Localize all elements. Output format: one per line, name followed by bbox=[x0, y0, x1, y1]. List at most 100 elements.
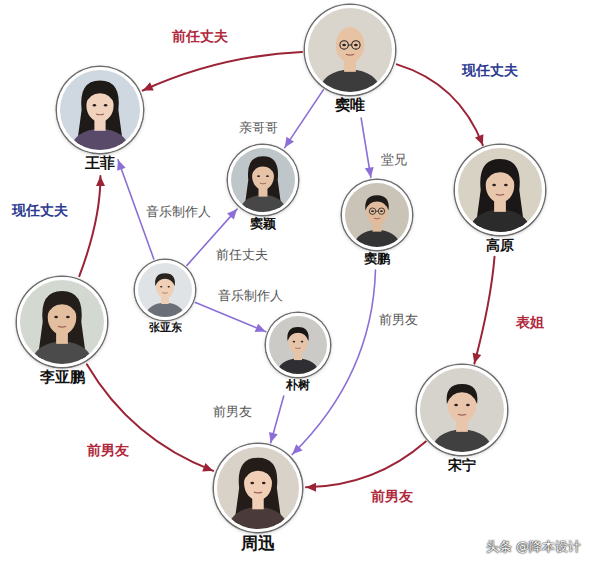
person-node: 王菲 bbox=[57, 67, 143, 153]
eye-shape bbox=[492, 184, 496, 187]
arrow-head bbox=[285, 137, 294, 148]
glasses-shape bbox=[376, 211, 379, 212]
arrow-head bbox=[269, 432, 278, 443]
relation-label: 前男友 bbox=[211, 405, 254, 420]
portrait-photo bbox=[269, 316, 327, 374]
glasses-shape bbox=[340, 41, 348, 49]
eye-shape bbox=[266, 175, 269, 177]
mouth-shape bbox=[58, 326, 66, 328]
arrow-head bbox=[227, 209, 237, 219]
relation-arrow bbox=[285, 90, 324, 148]
person-name: 高原 bbox=[486, 237, 514, 253]
relation-label: 前任丈夫 bbox=[214, 248, 270, 263]
eye-shape bbox=[66, 316, 70, 319]
mouth-shape bbox=[458, 414, 466, 416]
hair-shape bbox=[243, 463, 273, 483]
portrait-circle bbox=[266, 313, 330, 377]
eye-shape bbox=[93, 104, 97, 106]
eye-shape bbox=[371, 210, 374, 212]
person-node: 李亚鹏 bbox=[17, 277, 107, 367]
glasses-shape bbox=[352, 41, 360, 49]
person-node: 窦鹏 bbox=[342, 180, 412, 250]
relation-arrow bbox=[79, 176, 100, 276]
mouth-shape bbox=[162, 292, 167, 294]
shoulder-shape bbox=[227, 507, 289, 529]
hair-shape bbox=[287, 327, 308, 341]
eye-shape bbox=[168, 286, 170, 288]
eye-shape bbox=[257, 175, 260, 177]
portrait-photo bbox=[308, 8, 392, 92]
glasses-shape bbox=[348, 44, 351, 45]
person-node: 张亚东 bbox=[135, 260, 195, 320]
hair-shape bbox=[251, 160, 275, 175]
hair-shape bbox=[155, 273, 175, 286]
portrait-circle bbox=[342, 180, 412, 250]
portrait-photo bbox=[231, 148, 295, 212]
mouth-shape bbox=[260, 183, 266, 185]
eye-shape bbox=[504, 184, 508, 187]
shoulder-shape bbox=[70, 128, 131, 150]
portrait-photo bbox=[217, 447, 299, 529]
person-name: 窦唯 bbox=[335, 97, 365, 114]
hair-shape bbox=[365, 195, 389, 210]
mouth-shape bbox=[374, 218, 380, 220]
eye-shape bbox=[54, 316, 58, 319]
portrait-photo bbox=[20, 280, 104, 364]
person-name: 周迅 bbox=[241, 534, 275, 554]
relation-label: 前男友 bbox=[85, 442, 131, 458]
arrow-head bbox=[117, 160, 125, 171]
arrow-head bbox=[202, 463, 213, 471]
eye-shape bbox=[354, 44, 358, 47]
shoulder-shape bbox=[30, 341, 94, 364]
hair-shape bbox=[85, 85, 114, 104]
portrait-photo bbox=[420, 368, 504, 452]
eye-shape bbox=[250, 482, 254, 484]
relation-label: 前男友 bbox=[377, 313, 420, 328]
relation-label: 表姐 bbox=[514, 314, 546, 330]
person-name: 张亚东 bbox=[149, 322, 182, 335]
eye-shape bbox=[466, 404, 470, 407]
arrow-head bbox=[365, 167, 374, 178]
relation-label: 堂兄 bbox=[379, 153, 409, 168]
portrait-photo bbox=[60, 70, 140, 150]
relation-label: 现任丈夫 bbox=[10, 202, 70, 218]
shoulder-shape bbox=[276, 358, 320, 374]
eye-shape bbox=[454, 404, 458, 407]
portrait-circle bbox=[455, 145, 545, 235]
hair-shape bbox=[485, 164, 516, 184]
portrait-photo bbox=[138, 263, 192, 317]
mouth-shape bbox=[295, 347, 301, 349]
face-shape bbox=[336, 27, 365, 62]
arrow-head bbox=[475, 134, 483, 145]
shoulder-shape bbox=[318, 69, 382, 92]
mouth-shape bbox=[254, 492, 262, 494]
person-name: 李亚鹏 bbox=[40, 369, 85, 386]
person-name: 窦颖 bbox=[250, 217, 276, 232]
eye-shape bbox=[293, 341, 296, 343]
shoulder-shape bbox=[144, 302, 185, 317]
eye-shape bbox=[301, 341, 304, 343]
shoulder-shape bbox=[353, 230, 402, 247]
eye-shape bbox=[160, 286, 162, 288]
mouth-shape bbox=[346, 54, 354, 56]
relation-arrow bbox=[306, 442, 426, 488]
relation-label: 前任丈夫 bbox=[170, 28, 230, 44]
glasses-shape bbox=[369, 208, 375, 214]
shoulder-shape bbox=[468, 209, 532, 232]
arrow-head bbox=[255, 324, 266, 332]
portrait-circle bbox=[228, 145, 298, 215]
portrait-circle bbox=[57, 67, 143, 153]
eye-shape bbox=[262, 482, 266, 484]
watermark: 头条 @降本设计 bbox=[486, 540, 581, 555]
hair-shape bbox=[447, 384, 478, 404]
hair-shape bbox=[47, 296, 78, 316]
eye-shape bbox=[342, 44, 346, 47]
portrait-circle bbox=[417, 365, 507, 455]
person-name: 窦鹏 bbox=[364, 252, 390, 267]
mouth-shape bbox=[496, 194, 504, 196]
portrait-photo bbox=[458, 148, 542, 232]
portrait-circle bbox=[17, 277, 107, 367]
relation-label: 音乐制作人 bbox=[216, 289, 285, 304]
arrow-head bbox=[96, 176, 105, 186]
person-node: 周迅 bbox=[214, 444, 302, 532]
